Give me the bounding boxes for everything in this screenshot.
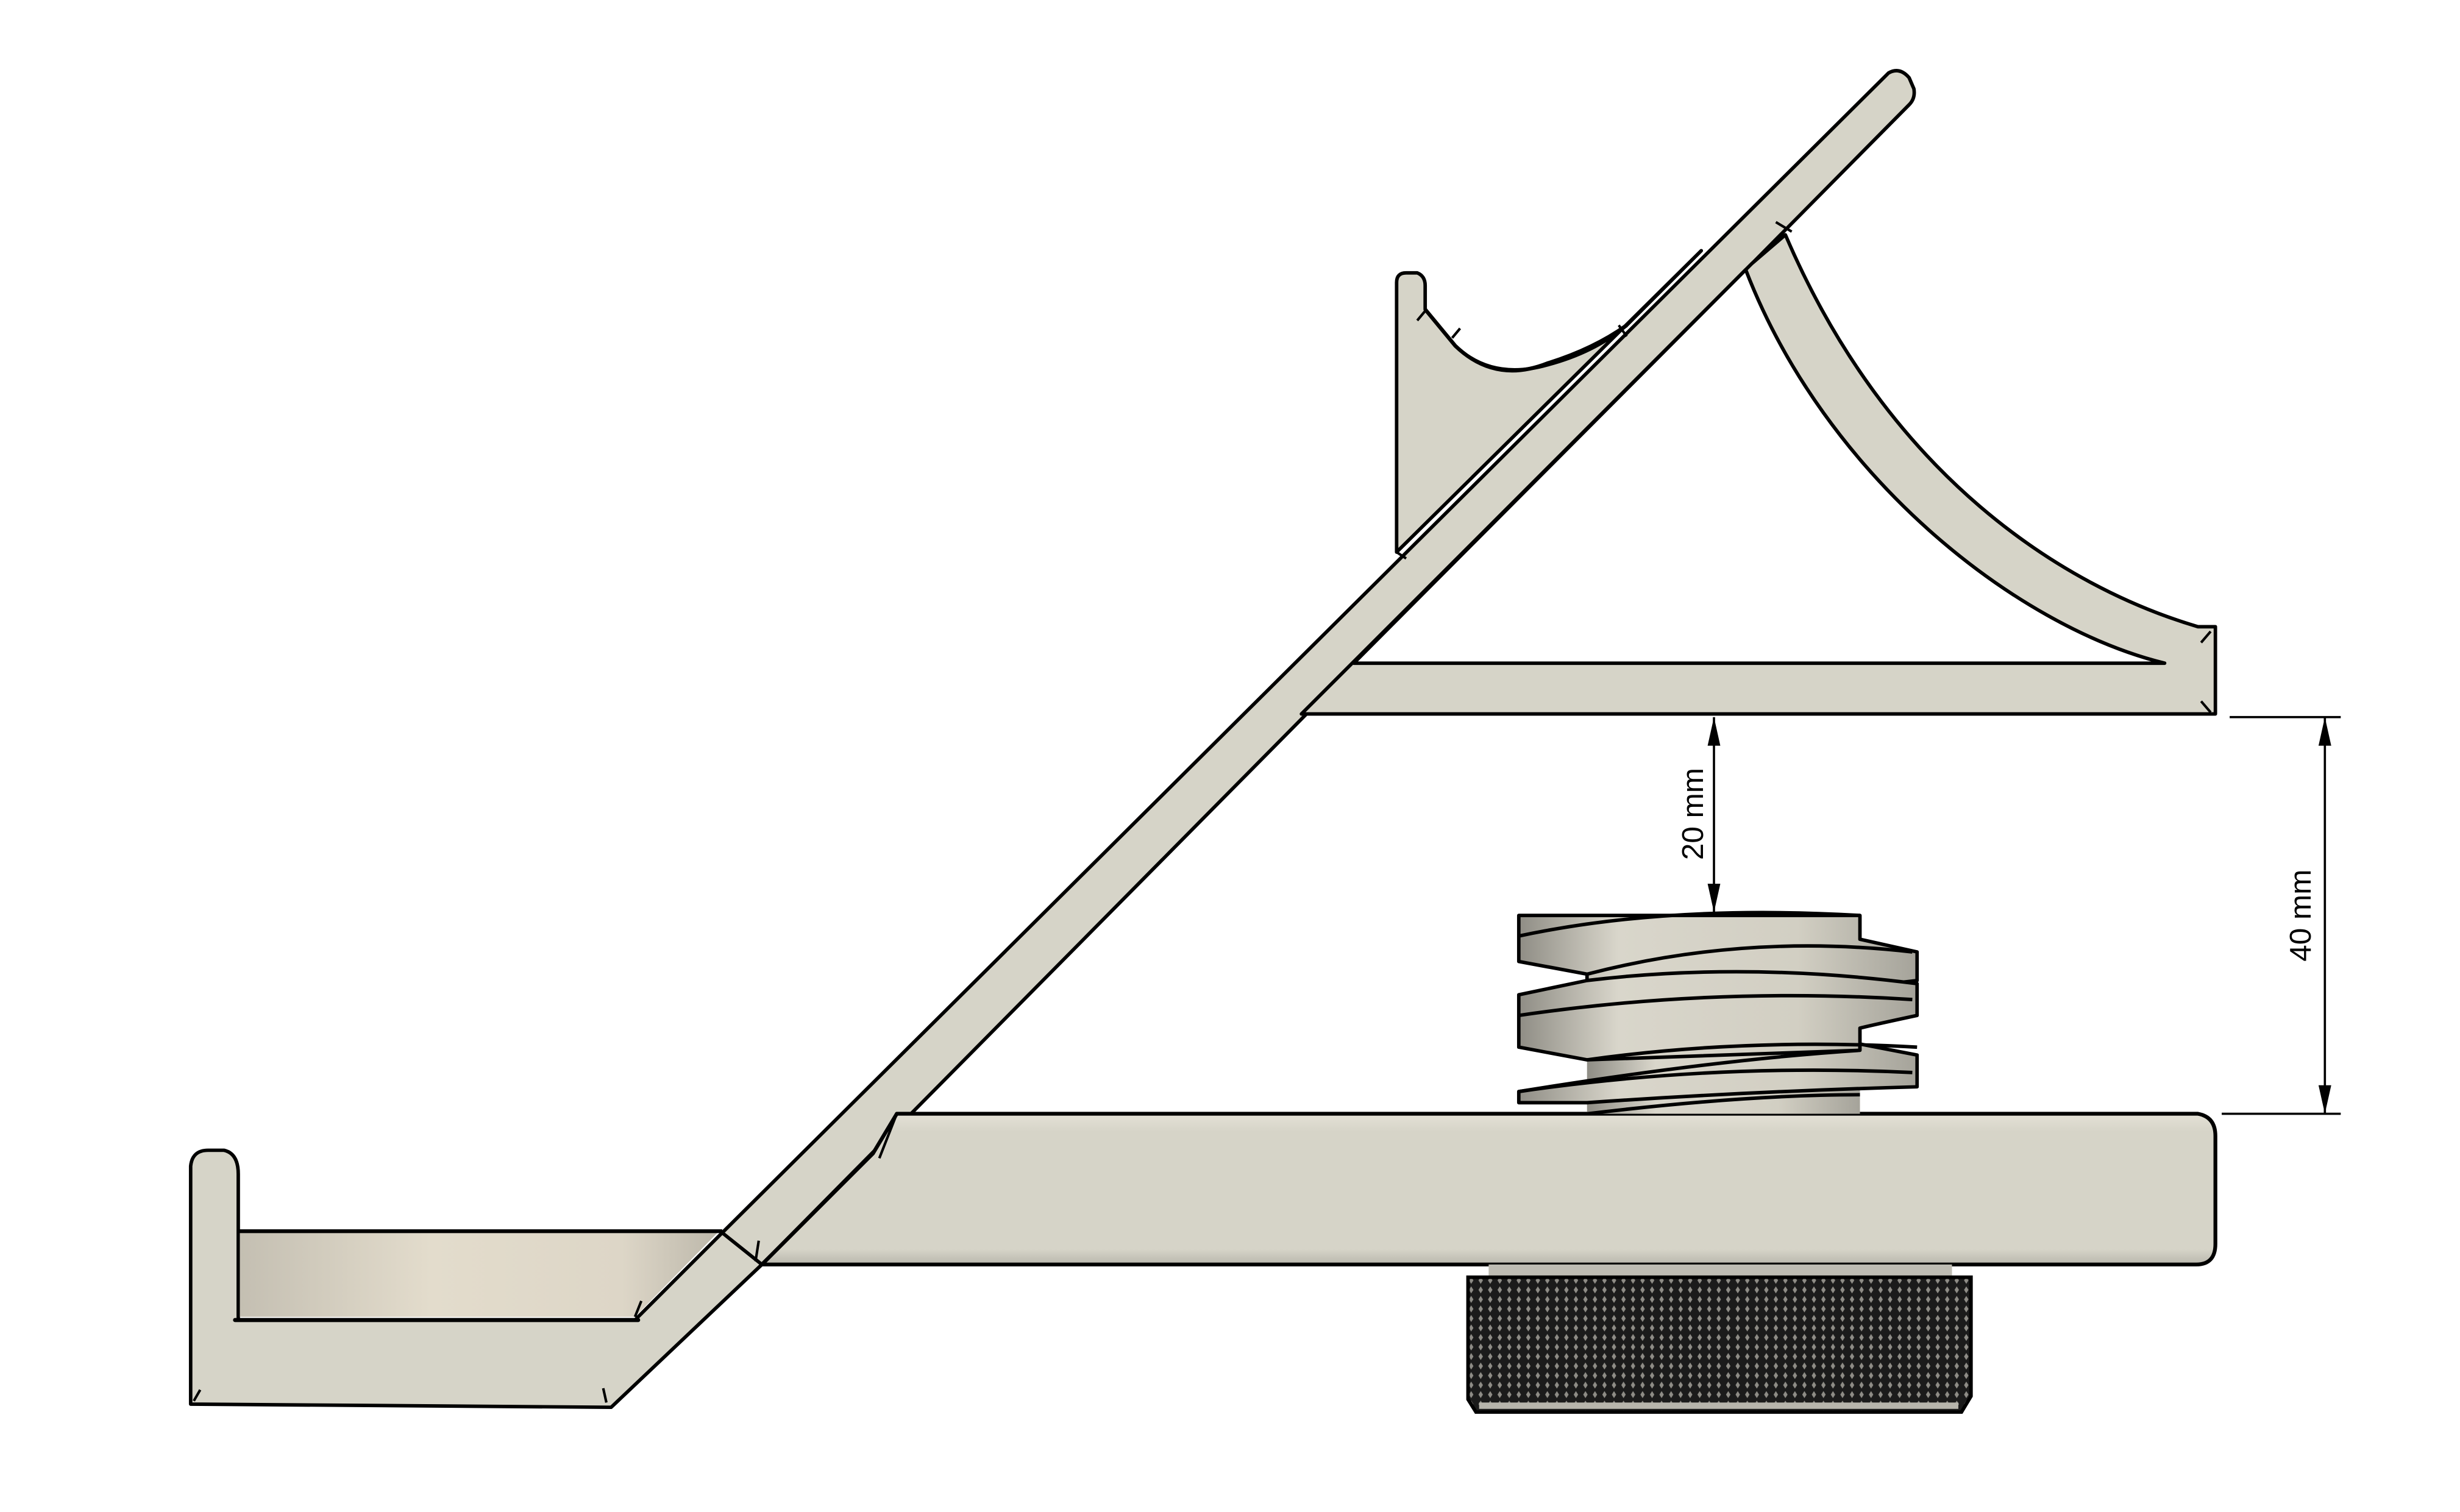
edge-ticks [193, 221, 2212, 1403]
dimension-20mm: 20 mm [1676, 717, 1721, 912]
dimension-label-20mm: 20 mm [1676, 768, 1710, 860]
knurled-knob [1466, 1264, 1973, 1414]
dimension-40mm: 40 mm [2222, 715, 2341, 1115]
dimension-label-40mm: 40 mm [2284, 870, 2317, 962]
left-hook [188, 1148, 764, 1410]
hook-tray-floor [240, 1232, 718, 1317]
diagonal-strut [720, 69, 1916, 1266]
threaded-insert [1516, 910, 1919, 1116]
frame-cutout [1352, 268, 2167, 665]
bottom-bar [759, 1112, 2217, 1267]
bracket-body [188, 69, 2217, 1410]
